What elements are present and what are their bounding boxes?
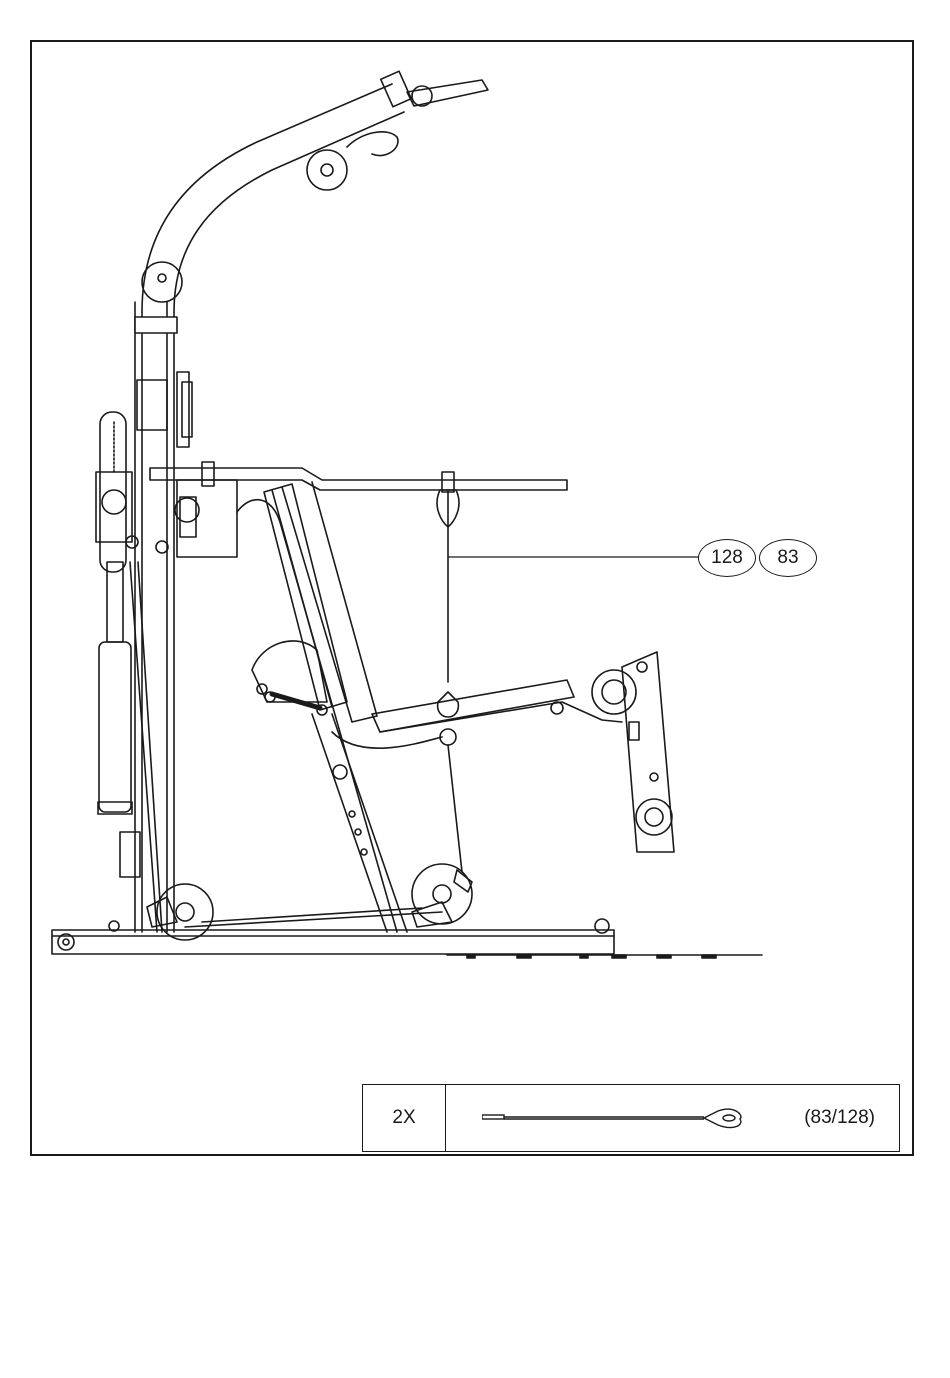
center-cable	[437, 490, 472, 892]
seat-back	[237, 482, 407, 932]
top-arm	[142, 71, 488, 312]
upright-frame	[135, 302, 192, 932]
press-arm	[150, 462, 567, 557]
part-number-label: (83/128)	[804, 1107, 875, 1129]
seat-and-leg-developer	[332, 652, 674, 852]
callout-part-128: 128	[698, 539, 756, 577]
weight-stack	[96, 412, 168, 932]
low-pulleys	[147, 864, 472, 940]
home-gym-drawing	[32, 42, 916, 1158]
base-rail	[52, 919, 762, 958]
callout-part-83: 83	[759, 539, 817, 577]
diagram-frame: 128 83 2X (83/128)	[30, 40, 914, 1156]
part-quantity: 2X	[363, 1085, 446, 1151]
parts-table: 2X (83/128)	[362, 1084, 900, 1152]
part-cell: (83/128)	[446, 1085, 899, 1151]
cable-with-loop-end-icon	[482, 1103, 742, 1133]
